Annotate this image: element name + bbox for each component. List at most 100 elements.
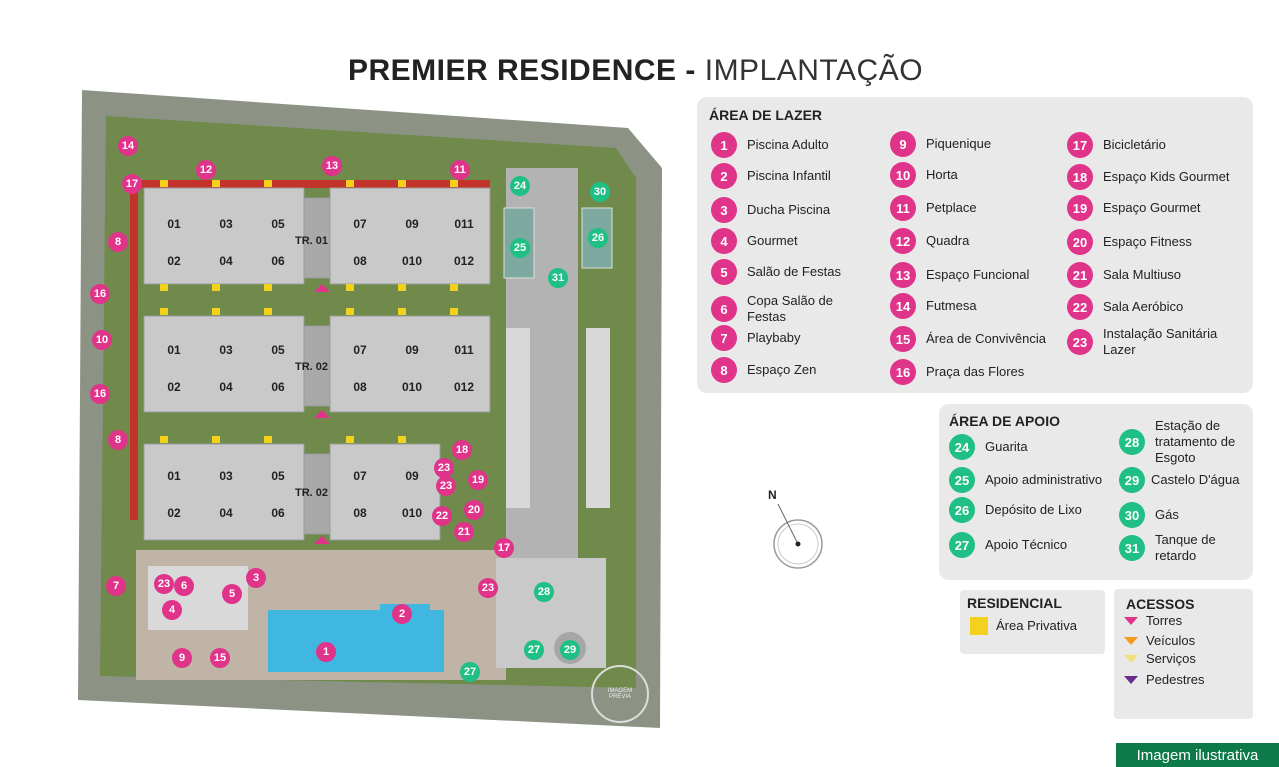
legend-label: Apoio administrativo (985, 472, 1103, 487)
legend-label: Piscina Infantil (747, 168, 831, 183)
unit-label: 09 (405, 469, 419, 483)
legend-label: Piquenique (926, 136, 992, 151)
plan-marker: 17 (122, 174, 142, 194)
page-title: PREMIER RESIDENCE - IMPLANTAÇÃO (348, 54, 923, 88)
plan-marker: 18 (452, 440, 472, 460)
triangle-icon (1124, 636, 1138, 645)
number-badge: 9 (890, 131, 916, 157)
legend-label: Sala Aeróbico (1103, 299, 1184, 314)
unit-label: 01 (167, 469, 181, 483)
legend-label: Praça das Flores (926, 364, 1025, 379)
number-badge: 8 (711, 357, 737, 383)
legend-label: Sala Multiuso (1103, 267, 1182, 282)
access-label: Torres (1146, 613, 1183, 628)
legend-label: Piscina Adulto (747, 137, 829, 152)
unit-label: 06 (271, 254, 285, 268)
unit-label: 03 (219, 469, 233, 483)
access-label: Serviços (1146, 651, 1196, 666)
legend-label: Salão de Festas (747, 264, 841, 279)
towers (143, 187, 491, 541)
plan-marker: 20 (464, 500, 484, 520)
residencial-title: RESIDENCIAL (967, 595, 1062, 611)
unit-label: 05 (271, 217, 285, 231)
plan-marker: 11 (450, 160, 470, 180)
acessos-panel: ACESSOS Torres Veículos Serviços Pedestr… (1114, 589, 1253, 719)
number-badge: 29 (1119, 467, 1145, 493)
access-item: Torres (1124, 613, 1182, 628)
title-bold: PREMIER RESIDENCE - (348, 54, 696, 87)
number-badge: 20 (1067, 229, 1093, 255)
compass-label: N (768, 488, 777, 502)
triangle-icon (1124, 675, 1138, 684)
unit-label: 011 (454, 343, 474, 357)
number-badge: 12 (890, 228, 916, 254)
legend-label: Horta (926, 167, 958, 182)
legend-label: Gourmet (747, 233, 798, 248)
number-badge: 24 (949, 434, 975, 460)
unit-label: 012 (453, 380, 475, 394)
apoio-title: ÁREA DE APOIO (949, 413, 1060, 429)
access-item: Veículos (1124, 633, 1195, 648)
plan-marker: 19 (468, 470, 488, 490)
site-plan: 01 03 05 07 09 011 TR. 01 02 04 06 08 01… (76, 88, 666, 728)
legend-label: Copa Salão de Festas (747, 293, 834, 324)
plan-marker: 16 (90, 384, 110, 404)
number-badge: 27 (949, 532, 975, 558)
unit-label: 04 (219, 254, 233, 268)
unit-label: 01 (167, 217, 181, 231)
number-badge: 2 (711, 163, 737, 189)
unit-label: 05 (271, 469, 285, 483)
plan-marker: 31 (548, 268, 568, 288)
number-badge: 19 (1067, 195, 1093, 221)
legend-item: 28 Estação de tratamento de Esgoto (1119, 418, 1253, 466)
plan-marker: 24 (510, 176, 530, 196)
unit-label: 06 (271, 380, 285, 394)
unit-label: 02 (167, 380, 181, 394)
triangle-icon (1124, 654, 1138, 663)
legend-label: Espaço Funcional (926, 267, 1030, 282)
unit-label: 08 (353, 380, 367, 394)
unit-label: 09 (405, 217, 419, 231)
unit-label: 07 (353, 343, 367, 357)
legend-item: 9 Piquenique (890, 131, 991, 157)
unit-label: 02 (167, 254, 181, 268)
unit-label: 08 (353, 506, 367, 520)
number-badge: 18 (1067, 164, 1093, 190)
private-area-swatch (970, 617, 988, 635)
legend-item: 2 Piscina Infantil (711, 163, 831, 189)
plan-marker: 16 (90, 284, 110, 304)
legend-label: Bicicletário (1103, 137, 1166, 152)
unit-label: 010 (401, 380, 423, 394)
legend-label: Estação de tratamento de Esgoto (1155, 418, 1236, 465)
plan-marker: 2 (392, 604, 412, 624)
number-badge: 21 (1067, 262, 1093, 288)
title-light: IMPLANTAÇÃO (704, 54, 924, 87)
number-badge: 15 (890, 326, 916, 352)
tower-label: TR. 01 (295, 235, 329, 247)
number-badge: 4 (711, 228, 737, 254)
number-badge: 28 (1119, 429, 1145, 455)
access-item: Serviços (1124, 651, 1196, 666)
unit-label: 010 (401, 506, 423, 520)
number-badge: 5 (711, 259, 737, 285)
legend-label: Gás (1155, 507, 1179, 522)
number-badge: 23 (1067, 329, 1093, 355)
legend-label: Tanque de retardo (1155, 532, 1216, 563)
unit-label: 08 (353, 254, 367, 268)
access-item: Pedestres (1124, 672, 1205, 687)
number-badge: 30 (1119, 502, 1145, 528)
plan-marker: 21 (454, 522, 474, 542)
plan-marker: 23 (436, 476, 456, 496)
